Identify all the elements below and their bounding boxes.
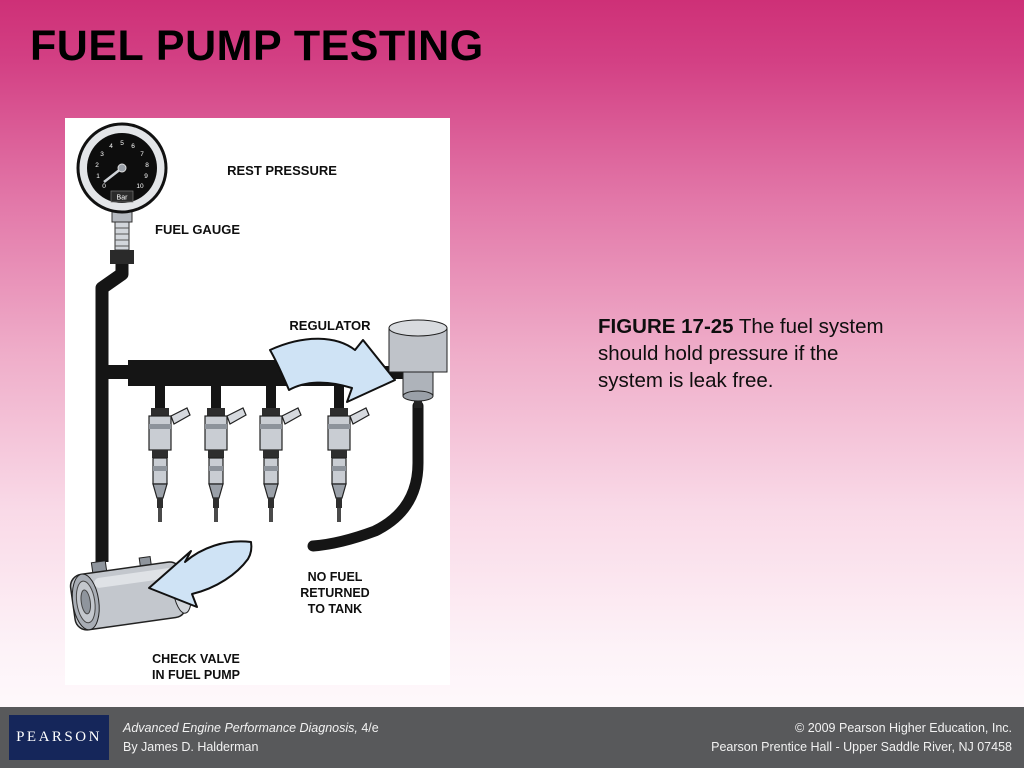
injector-drop-4 xyxy=(334,386,344,410)
return-hose xyxy=(307,400,424,552)
footer-copyright: © 2009 Pearson Higher Education, Inc. xyxy=(795,720,1012,735)
footer-book-line: Advanced Engine Performance Diagnosis, 4… xyxy=(123,719,379,738)
gauge-tick-3: 3 xyxy=(100,151,104,158)
footer-publisher-info: © 2009 Pearson Higher Education, Inc. Pe… xyxy=(711,719,1012,757)
fuel-pressure-gauge: 0 1 2 3 4 5 6 7 8 9 10 Bar xyxy=(76,122,168,264)
gauge-tick-8: 8 xyxy=(145,162,149,169)
footer-author: By James D. Halderman xyxy=(123,739,259,754)
flow-arrow-to-regulator xyxy=(269,337,396,403)
no-fuel-label-line3: TO TANK xyxy=(308,602,362,616)
footer-bar: PEARSON Advanced Engine Performance Diag… xyxy=(0,707,1024,768)
injector-drop-3 xyxy=(266,386,276,410)
gauge-tick-1: 1 xyxy=(96,173,100,180)
footer-book-title: Advanced Engine Performance Diagnosis, xyxy=(123,720,358,735)
gauge-tick-9: 9 xyxy=(144,173,148,180)
figure-caption-text: The fuel system should hold pressure if … xyxy=(598,315,884,393)
injector-4 xyxy=(327,407,370,523)
figure-caption: FIGURE 17-25 The fuel system should hold… xyxy=(598,313,894,394)
gauge-tick-4: 4 xyxy=(109,143,113,150)
injector-2 xyxy=(204,407,247,523)
check-valve-label-line1: CHECK VALVE xyxy=(152,652,240,666)
gauge-tick-6: 6 xyxy=(131,143,135,150)
injector-1 xyxy=(148,407,191,523)
figure-image-panel: 0 1 2 3 4 5 6 7 8 9 10 Bar REST PRESSURE… xyxy=(65,118,450,685)
injector-drop-2 xyxy=(211,386,221,410)
check-valve-label-line2: IN FUEL PUMP xyxy=(152,668,240,682)
pearson-logo: PEARSON xyxy=(9,715,109,760)
gauge-tick-0: 0 xyxy=(102,183,106,190)
footer-book-info: Advanced Engine Performance Diagnosis, 4… xyxy=(123,719,379,757)
slide-title: FUEL PUMP TESTING xyxy=(30,22,484,70)
gauge-tick-7: 7 xyxy=(140,151,144,158)
fuel-supply-pipe xyxy=(95,262,129,562)
gauge-hub xyxy=(117,163,127,173)
footer-book-edition: 4/e xyxy=(361,720,379,735)
gauge-tick-10: 10 xyxy=(136,183,144,190)
gauge-tick-5: 5 xyxy=(120,140,124,147)
gauge-unit-label: Bar xyxy=(117,195,129,202)
gauge-tick-2: 2 xyxy=(95,162,99,169)
regulator-label: REGULATOR xyxy=(289,318,371,333)
injector-drop-1 xyxy=(155,386,165,410)
pressure-regulator xyxy=(388,319,448,408)
figure-caption-label: FIGURE 17-25 xyxy=(598,315,734,338)
rest-pressure-label: REST PRESSURE xyxy=(227,163,337,178)
flow-arrow-to-pump xyxy=(148,540,253,608)
fuel-system-diagram: 0 1 2 3 4 5 6 7 8 9 10 Bar REST PRESSURE… xyxy=(69,122,448,682)
rail-left-connector xyxy=(96,365,136,379)
footer-publisher: Pearson Prentice Hall - Upper Saddle Riv… xyxy=(711,739,1012,754)
injector-3 xyxy=(259,407,302,523)
fuel-gauge-label: FUEL GAUGE xyxy=(155,222,240,237)
no-fuel-label-line2: RETURNED xyxy=(300,586,369,600)
no-fuel-label-line1: NO FUEL xyxy=(308,570,363,584)
